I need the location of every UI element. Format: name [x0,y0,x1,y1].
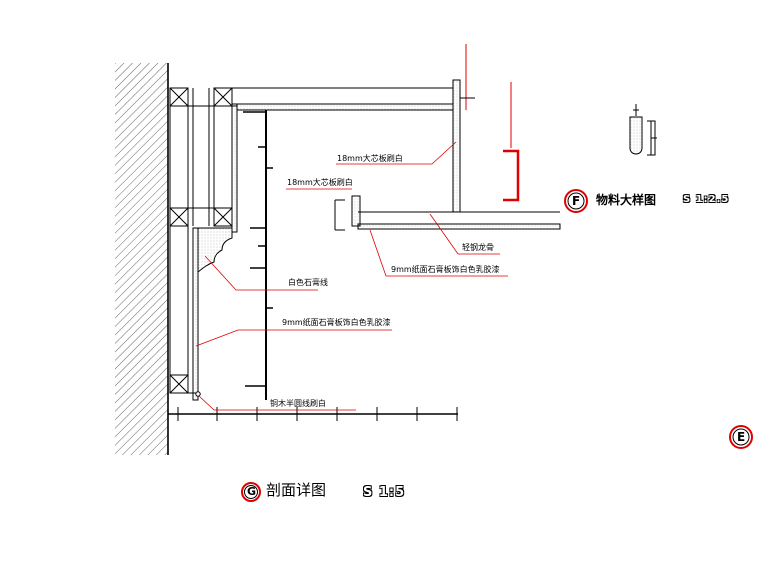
label-board-top: 18mm大芯板刷白 [337,154,403,163]
lower-ceiling-board [334,195,561,231]
right-vertical-board [452,44,475,213]
section-title: 剖面详图 [266,481,327,499]
label-plaster-line: 白色石膏线 [288,278,328,287]
detail-title: 物料大样图 [596,193,657,207]
badge-g-letter: G [247,485,257,498]
hanger-rod [243,110,273,400]
label-wood-bead: 铜木半圆线刷白 [270,399,326,408]
wood-bead [188,391,201,397]
wall-hatch [115,63,169,455]
badge-e [729,425,753,449]
board-strips [192,105,238,401]
badge-f [564,189,588,213]
label-gypsum-right: 9mm纸面石膏板饰白色乳胶漆 [391,265,500,274]
badge-g [241,482,261,502]
badge-e-letter: E [737,430,746,444]
ceiling-top-board [232,87,454,111]
material-detail-sample [629,104,657,156]
leader-lines [195,141,508,411]
red-bracket [503,82,520,202]
detail-scale: S 1:2.5 [683,194,730,205]
label-gypsum-left: 9mm纸面石膏板饰白色乳胶漆 [282,318,391,327]
label-light-steel: 轻钢龙骨 [462,243,494,252]
label-board-mid: 18mm大芯板刷白 [287,178,353,187]
plaster-molding [197,227,233,274]
badge-f-letter: F [572,194,581,208]
section-scale: S 1:5 [363,485,406,500]
floor-line [168,407,458,421]
